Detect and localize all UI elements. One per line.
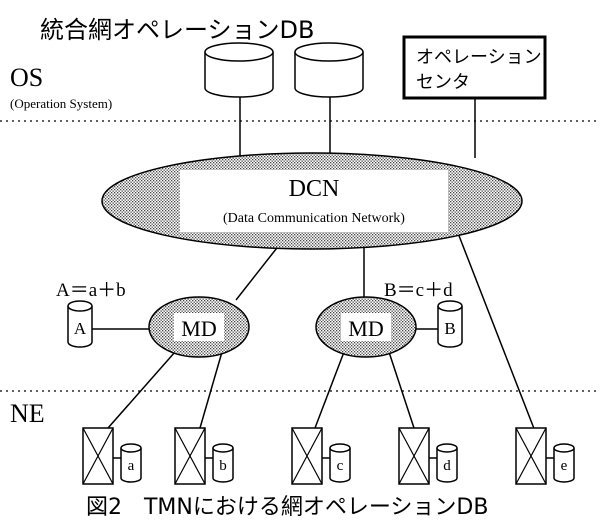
md-left-label-box bbox=[174, 313, 224, 341]
os-sublabel: (Operation System) bbox=[10, 96, 112, 111]
md-right-label-box bbox=[341, 313, 391, 341]
ne-db-label: e bbox=[561, 458, 568, 474]
operation-center-box bbox=[402, 35, 547, 100]
md-db-label-a: A bbox=[74, 319, 87, 338]
dcn-label-box bbox=[180, 170, 448, 232]
figure-caption: 図2 TMNにおける網オペレーションDB bbox=[86, 495, 488, 520]
ne-elements: a b c d e bbox=[82, 427, 575, 485]
ne-db-label: c bbox=[337, 458, 344, 474]
md-db-label-b: B bbox=[444, 319, 455, 338]
formula-b: B＝c＋d bbox=[384, 280, 453, 301]
operation-center-line2: センタ bbox=[416, 72, 470, 93]
diagram-title: 統合網オペレーションDB bbox=[40, 16, 314, 44]
ne-element-e: e bbox=[515, 427, 575, 485]
integrated-db-cylinder-1 bbox=[204, 42, 274, 98]
ne-element-c: c bbox=[291, 427, 351, 485]
ne-db-label: a bbox=[128, 458, 135, 474]
dcn-label: DCN bbox=[289, 176, 340, 202]
ne-element-b: b bbox=[174, 427, 234, 485]
md-db-cylinder-b bbox=[437, 300, 463, 348]
md-db-cylinder-a bbox=[67, 300, 93, 348]
connections bbox=[92, 96, 541, 445]
md-right-label: MD bbox=[348, 316, 383, 341]
formula-a: A＝a＋b bbox=[56, 280, 126, 301]
dcn-sublabel: (Data Communication Network) bbox=[223, 211, 405, 226]
ne-element-d: d bbox=[398, 427, 458, 485]
ne-label: NE bbox=[10, 399, 45, 428]
integrated-db-cylinder-2 bbox=[294, 42, 364, 98]
ne-db-label: d bbox=[443, 458, 451, 474]
ne-db-label: b bbox=[219, 458, 227, 474]
ne-element-a: a bbox=[82, 427, 142, 485]
operation-center-line1: オペレーション bbox=[416, 47, 542, 68]
md-left-label: MD bbox=[181, 316, 216, 341]
os-label: OS bbox=[10, 63, 43, 92]
